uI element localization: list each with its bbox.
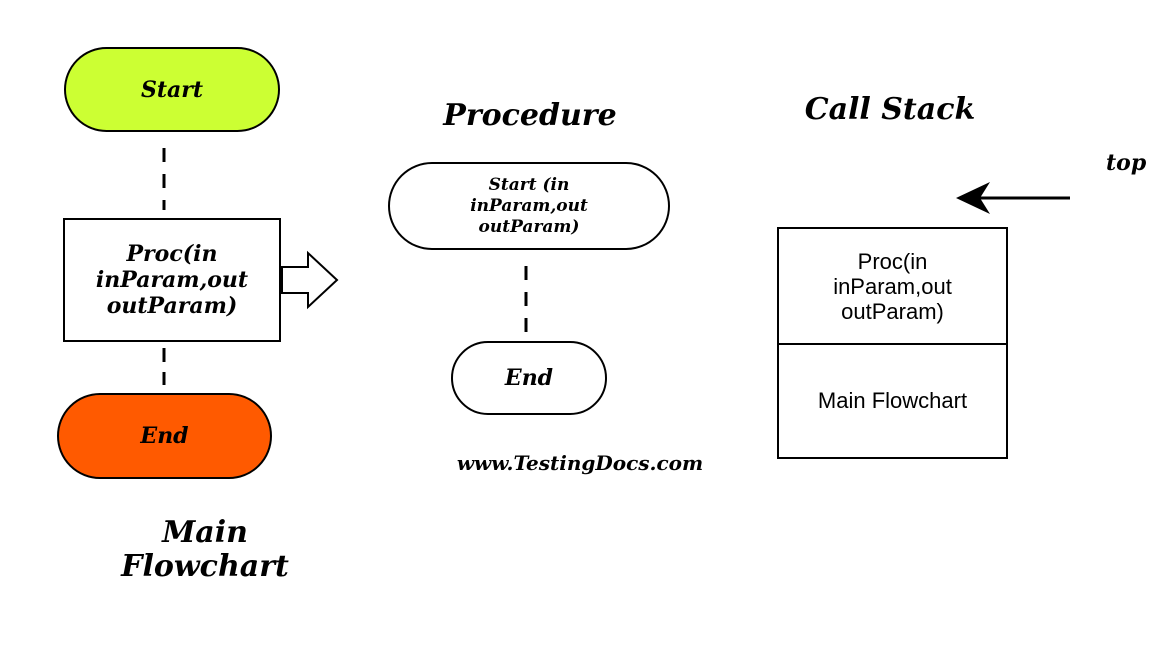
stack-frame-main-label: Main Flowchart xyxy=(817,387,968,413)
procedure-title: Procedure xyxy=(443,98,617,133)
stack-frame-bottom: Main Flowchart xyxy=(779,343,1006,457)
stack-frame-top: Proc(in inParam,out outParam) xyxy=(779,229,1006,345)
top-pointer-arrow xyxy=(956,182,1070,214)
call-stack-title: Call Stack xyxy=(804,92,976,127)
top-pointer-label: top xyxy=(1106,150,1147,176)
stack-frame-proc-label: Proc(in inParam,out outParam) xyxy=(833,248,952,324)
call-stack: Proc(in inParam,out outParam) Main Flowc… xyxy=(777,227,1008,459)
main-flowchart-caption: Main Flowchart xyxy=(121,515,289,584)
main-proc-label: Proc(in inParam,out outParam) xyxy=(95,241,249,319)
main-end-node: End xyxy=(57,393,272,479)
main-start-label: Start xyxy=(140,76,204,103)
procedure-start-label: Start (in inParam,out outParam) xyxy=(470,174,588,237)
call-arrow xyxy=(281,250,339,310)
website-credit: www.TestingDocs.com xyxy=(456,451,704,475)
main-procedure-call-node: Proc(in inParam,out outParam) xyxy=(63,218,281,342)
procedure-end-label: End xyxy=(504,365,554,391)
main-start-node: Start xyxy=(64,47,280,132)
procedure-start-node: Start (in inParam,out outParam) xyxy=(388,162,670,250)
main-end-label: End xyxy=(140,423,189,449)
procedure-end-node: End xyxy=(451,341,607,415)
